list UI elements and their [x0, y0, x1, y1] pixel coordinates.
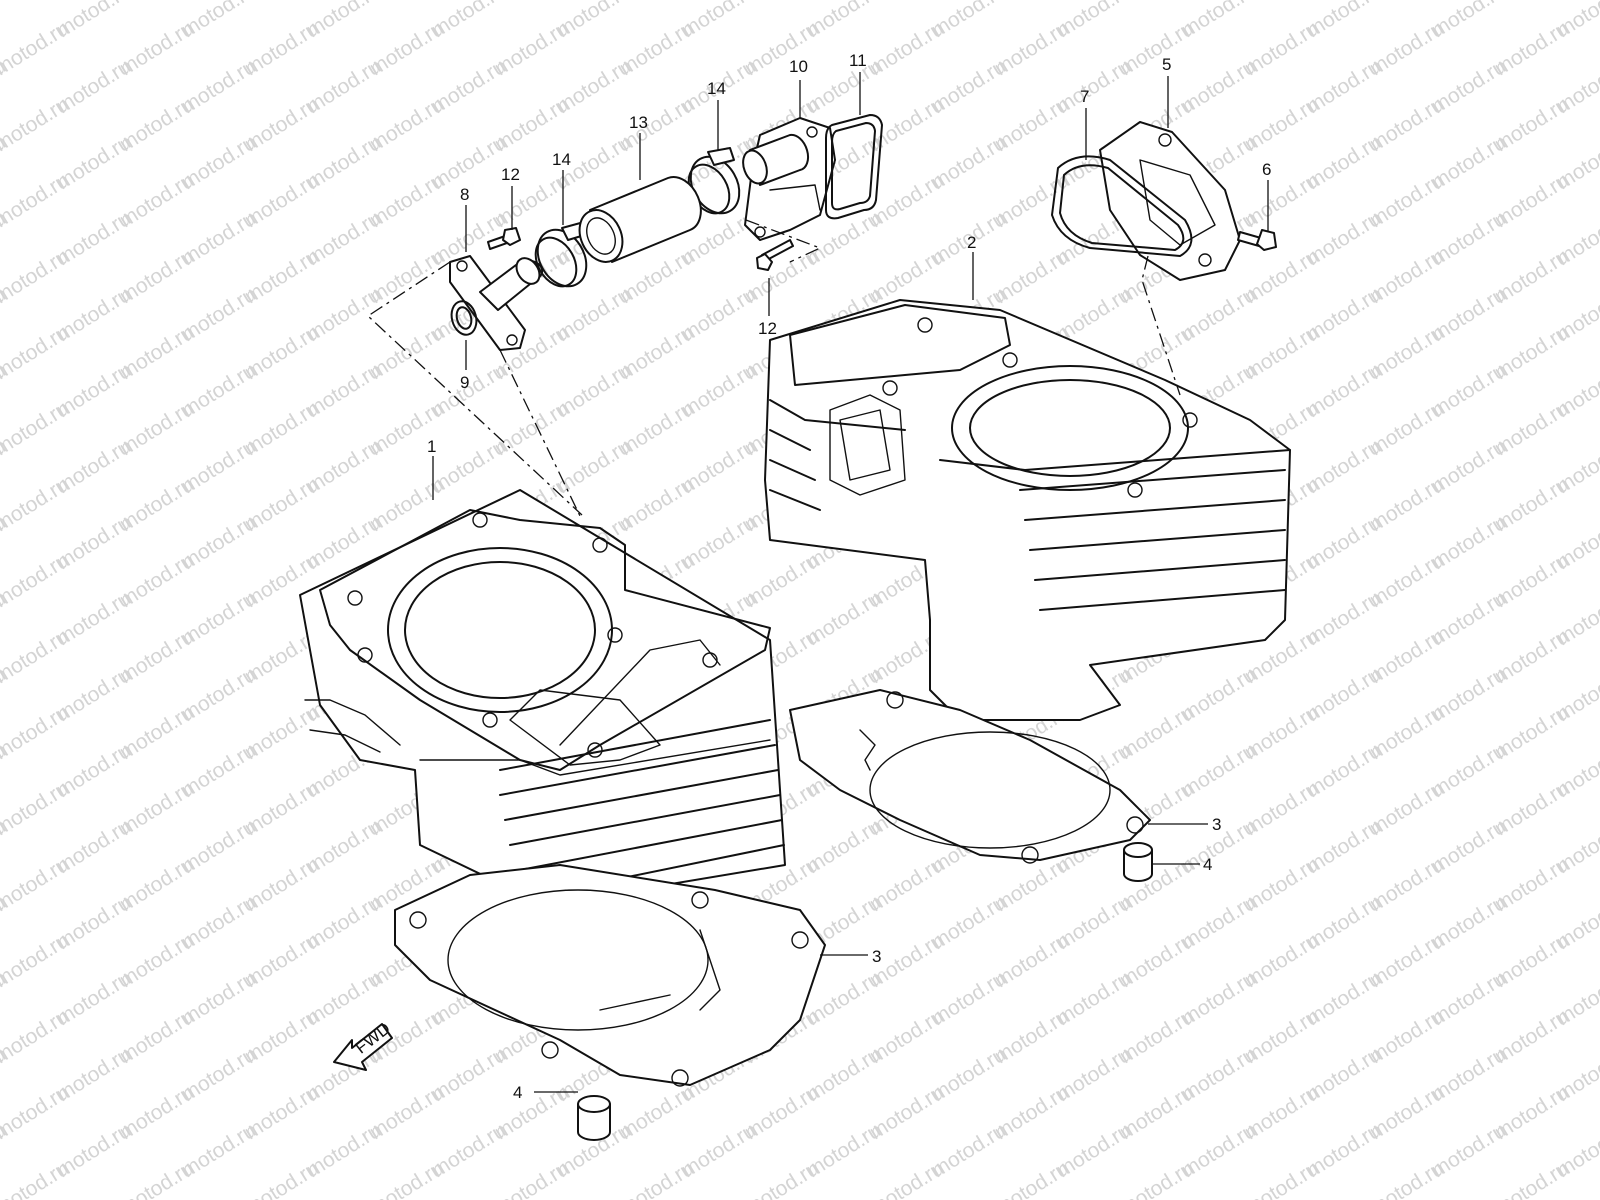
callout-14-lower: 14: [552, 150, 571, 169]
callout-3-front: 3: [872, 947, 881, 966]
front-outlet-o-ring: [450, 300, 478, 336]
watermark-text: motod.ru: [0, 853, 73, 916]
watermark-text: motod.ru: [740, 1157, 822, 1200]
thermostat-cover: [742, 117, 836, 241]
water-hose: [578, 176, 702, 263]
base-gasket-rear: [789, 689, 1151, 864]
callout-4-front: 4: [513, 1083, 522, 1102]
watermark-text: motod.ru: [0, 929, 73, 992]
watermark-text: motod.ru: [1365, 1157, 1447, 1200]
watermark-text: motod.ru: [0, 17, 73, 80]
watermark-text: motod.ru: [0, 93, 73, 156]
leader-lines: [432, 72, 1269, 1093]
watermark-text: motod.ru: [0, 0, 73, 4]
rear-water-outlet: [1099, 121, 1241, 281]
watermark-text: motod.ru: [927, 1195, 1009, 1200]
watermark-text: motod.ru: [1240, 1157, 1322, 1200]
callout-9: 9: [460, 373, 469, 392]
callout-7: 7: [1080, 87, 1089, 106]
watermark-text: motod.ru: [0, 473, 73, 536]
watermark-text: motod.ru: [1115, 1157, 1197, 1200]
callout-1: 1: [427, 437, 436, 456]
base-gasket-front: [394, 864, 826, 1087]
watermark-text: motod.ru: [802, 1195, 884, 1200]
watermark-text: motod.ru: [365, 1157, 447, 1200]
dowel-pin-front: [577, 1095, 611, 1141]
watermark-text: motod.ru: [427, 1195, 509, 1200]
watermark-text: motod.ru: [0, 0, 10, 42]
watermark-text: motod.ru: [52, 1195, 134, 1200]
assembly-lines: [366, 219, 1181, 517]
watermark-text: motod.ru: [552, 1195, 634, 1200]
outlet-bolt-rear: [1237, 229, 1277, 251]
watermark-text: motod.ru: [1052, 1195, 1134, 1200]
front-water-outlet: [449, 255, 544, 351]
watermark-text: motod.ru: [0, 321, 73, 384]
callout-4-rear: 4: [1203, 855, 1212, 874]
watermark-text: motod.ru: [1427, 1195, 1509, 1200]
watermark-text: motod.ru: [990, 1157, 1072, 1200]
front-cylinder: [299, 489, 786, 906]
callout-6: 6: [1262, 160, 1271, 179]
watermark-text: motod.ru: [677, 1195, 759, 1200]
outlet-bolt-front: [487, 227, 521, 250]
outlet-o-ring-gasket: [1051, 155, 1193, 257]
watermark-text: motod.ru: [490, 1157, 572, 1200]
watermark-text: motod.ru: [1490, 1157, 1572, 1200]
callout-2: 2: [967, 233, 976, 252]
watermark-text: motod.ru: [240, 1157, 322, 1200]
callout-12-lower: 12: [758, 319, 777, 338]
thermostat-gasket: [825, 114, 883, 220]
callout-11: 11: [849, 51, 867, 70]
watermark-text: motod.ru: [302, 1195, 384, 1200]
watermark-text: motod.ru: [615, 1157, 697, 1200]
watermark-text: motod.ru: [0, 625, 73, 688]
callout-labels: 1 2 3 3 4 4 5 6 7 8 9 10 11 12 12 13 14 …: [427, 51, 1271, 1102]
watermark-text: motod.ru: [0, 397, 73, 460]
watermark-text: motod.ru: [1552, 1195, 1600, 1200]
callout-14-upper: 14: [707, 79, 726, 98]
dowel-pin-rear: [1123, 842, 1153, 882]
callout-3-rear: 3: [1212, 815, 1221, 834]
callout-8: 8: [460, 185, 469, 204]
watermark-text: motod.ru: [1302, 1195, 1384, 1200]
watermark-text: motod.ru: [0, 701, 73, 764]
watermark-text: motod.ru: [1177, 1195, 1259, 1200]
callout-13: 13: [629, 113, 648, 132]
callout-10: 10: [789, 57, 808, 76]
watermark-text: motod.ru: [0, 1005, 73, 1068]
rear-cylinder: [764, 299, 1291, 721]
callout-5: 5: [1162, 55, 1171, 74]
watermark-text: motod.ru: [865, 1157, 947, 1200]
watermark-text: motod.ru: [115, 1157, 197, 1200]
watermark-text: motod.ru: [0, 1157, 73, 1200]
watermark-text: motod.ru: [177, 1195, 259, 1200]
watermark-text: motod.ru: [0, 169, 73, 232]
watermark-text: motod.ru: [0, 549, 73, 612]
watermark-text: motod.ru: [0, 777, 73, 840]
callout-12-upper: 12: [501, 165, 520, 184]
thermostat-cover-bolt: [756, 239, 794, 271]
watermark-text: motod.ru: [0, 245, 73, 308]
watermark-text: motod.ru: [0, 1081, 73, 1144]
